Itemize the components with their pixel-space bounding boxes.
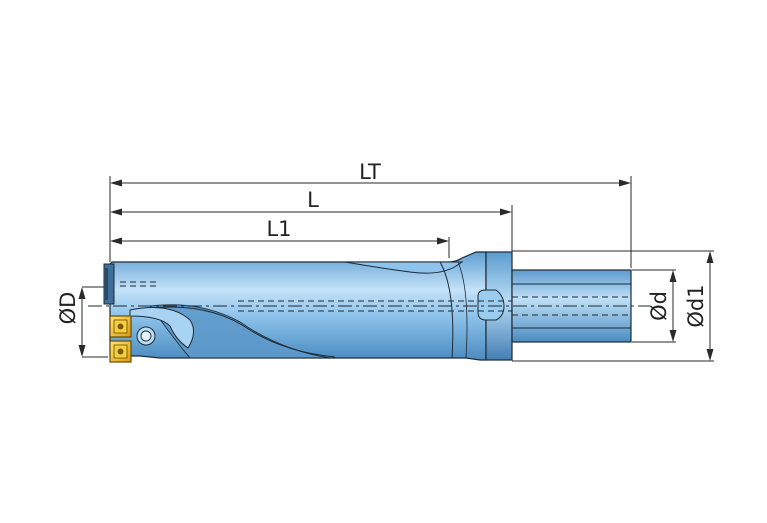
dimension-d-collar: Ød1: [684, 251, 714, 361]
dimension-d-outer: ØD: [56, 287, 86, 357]
label-d-collar: Ød1: [684, 284, 708, 327]
tip-face: [103, 263, 115, 305]
coolant-port: [477, 289, 505, 321]
flute-tip-edge: [129, 307, 194, 349]
cutting-head: [103, 263, 156, 363]
label-d-outer: ØD: [56, 292, 80, 325]
insert-lower: [109, 340, 132, 363]
label-lt: LT: [359, 160, 381, 184]
dimension-l1: L1: [110, 217, 449, 245]
extension-lines: [82, 176, 714, 362]
flute-runout: [439, 261, 454, 359]
label-d-shank: Ød: [647, 291, 671, 321]
dimension-l: L: [110, 188, 512, 216]
flute-upper: [344, 261, 464, 274]
label-l: L: [307, 188, 319, 212]
hidden-lines: [120, 281, 631, 316]
insert-upper: [109, 315, 132, 338]
flute-lower: [149, 304, 331, 359]
flute-helix-line: [149, 306, 336, 358]
dimension-d-shank: Ød: [647, 270, 677, 342]
dimension-lt: LT: [110, 160, 631, 187]
label-l1: L1: [266, 217, 291, 241]
